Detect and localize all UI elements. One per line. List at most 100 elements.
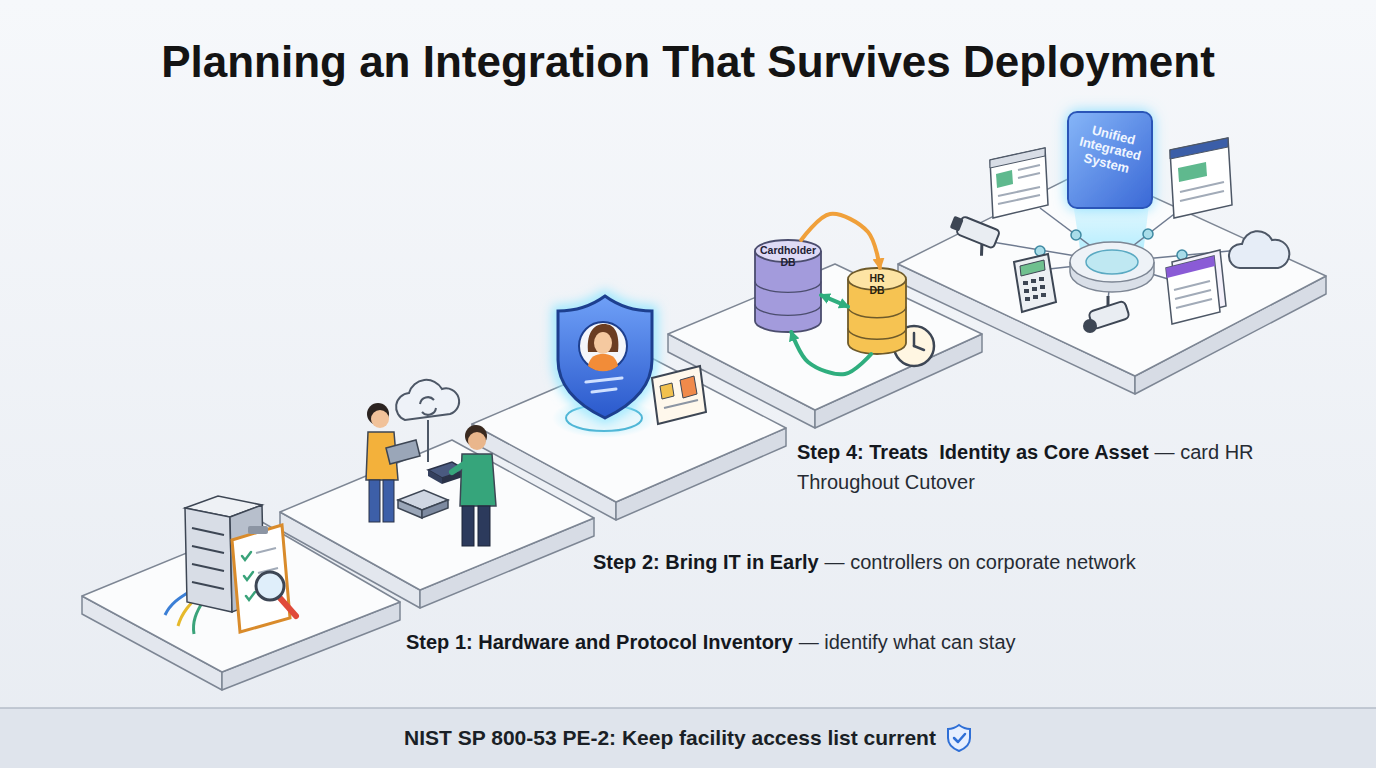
integration-hub-art-part-part xyxy=(1180,182,1224,192)
id-card-icon xyxy=(652,366,706,424)
step-heading: Step 2: Bring IT in Early xyxy=(593,551,819,573)
sync-arrow xyxy=(791,332,871,374)
inventory-art-part xyxy=(280,598,296,616)
id-card-icon-part xyxy=(664,400,698,408)
integration-hub-art-part-part xyxy=(1175,290,1211,299)
inventory-art-part xyxy=(185,508,232,612)
inventory-art-part xyxy=(248,526,268,534)
integration-hub-art-part-part xyxy=(1033,295,1038,299)
clock-icon-part xyxy=(914,346,924,350)
platform-part xyxy=(82,522,400,672)
integration-hub-art-part-part xyxy=(1024,289,1029,293)
inventory-art-part xyxy=(192,528,224,589)
it-team-art-part xyxy=(422,500,448,518)
integration-hub-art-part xyxy=(1229,231,1289,268)
inventory-art-part-part xyxy=(242,552,251,560)
it-team-art-part xyxy=(398,500,422,518)
integration-hub-art-part xyxy=(1014,254,1056,312)
inventory-art-part-part xyxy=(192,564,224,571)
caption-text: NIST SP 800-53 PE-2: Keep facility acces… xyxy=(404,726,936,750)
id-card-icon-part-part xyxy=(664,400,698,408)
platform-part xyxy=(668,264,982,410)
shield-icon-part xyxy=(948,725,970,751)
step-description: — identify what can stay xyxy=(799,631,1016,653)
inventory-art-part-part xyxy=(246,592,255,600)
node-label: HR DB xyxy=(864,273,890,296)
it-team-art-part xyxy=(420,397,434,404)
cylinder-band xyxy=(848,328,906,339)
panel-screen xyxy=(1068,112,1152,208)
integration-hub-art-part xyxy=(1170,138,1232,218)
inventory-art-part xyxy=(256,548,278,573)
integration-hub-art-part-part xyxy=(1039,277,1044,281)
it-team-art-part xyxy=(383,480,394,522)
integration-hub-art-part-part xyxy=(1040,285,1045,289)
inventory-art-part-part xyxy=(192,528,224,535)
integration-hub-art-part-part xyxy=(1180,191,1224,201)
identity-shield-art-part xyxy=(594,332,612,354)
integration-hub-art-part-part xyxy=(1031,279,1036,283)
step-heading: Step 4: Treats Identity as Core Asset xyxy=(797,441,1149,463)
integration-hub-art-part xyxy=(1174,281,1212,308)
cylinder-band xyxy=(755,304,821,315)
integration-hub-art-part xyxy=(1086,250,1138,274)
sync-arrow xyxy=(821,295,848,307)
caption-band xyxy=(0,708,1376,768)
integration-hub-art-part xyxy=(1178,162,1207,182)
integration-hub-art-part xyxy=(1180,182,1224,201)
integration-hub-art-part-part xyxy=(1032,287,1037,291)
system-panel: Unified Integrated System xyxy=(1068,112,1152,208)
shield-icon xyxy=(946,723,972,753)
integration-hub-art-part-part xyxy=(1041,293,1046,297)
diagram-title: Planning an Integration That Survives De… xyxy=(0,34,1376,90)
integration-hub-art-part xyxy=(1083,296,1130,333)
clock-icon-part xyxy=(913,333,916,346)
inventory-art-part-part xyxy=(244,572,253,580)
shield-icon-part xyxy=(954,734,965,742)
it-team-art-part xyxy=(428,470,442,484)
integration-hub-art-part xyxy=(998,165,1040,204)
integration-hub-art-part xyxy=(1020,260,1045,276)
integration-hub-art-part-part xyxy=(978,244,986,256)
inventory-art-part-part xyxy=(192,546,224,553)
integration-hub-art-part-part xyxy=(1083,319,1097,333)
identity-shield-art-part-part xyxy=(586,378,622,382)
step-label: Step 4: Treats Identity as Core Asset— c… xyxy=(797,437,1265,497)
step-description: — controllers on corporate network xyxy=(825,551,1136,573)
inventory-art-part xyxy=(232,525,290,632)
caption-band-part xyxy=(0,708,1376,768)
inventory-art xyxy=(165,496,296,634)
integration-hub-art-part-part xyxy=(1071,230,1081,240)
identity-shield-art xyxy=(552,296,656,438)
inventory-art-part xyxy=(242,552,255,600)
it-team-art-part xyxy=(422,408,436,415)
integration-hub-art-part-part xyxy=(1018,173,1040,178)
database-cylinder: Cardholder DB xyxy=(755,240,821,332)
step-label: Step 1: Hardware and Protocol Inventory —… xyxy=(406,627,1306,657)
integration-hub-art-part-part xyxy=(1176,299,1212,308)
it-team-art-part xyxy=(386,440,420,464)
integration-hub-art-part-part xyxy=(1018,165,1040,170)
it-team-art-part xyxy=(369,480,380,522)
it-team-art-part xyxy=(468,432,486,450)
identity-shield-art-part xyxy=(558,296,652,418)
platform xyxy=(82,522,400,690)
it-team-art-part xyxy=(452,464,464,472)
identity-shield-art-part xyxy=(586,378,622,392)
integration-hub-art-part-part xyxy=(1174,281,1210,290)
identity-shield-art-part-part xyxy=(592,389,616,392)
it-team-art-part xyxy=(478,506,490,546)
it-team-art xyxy=(366,380,496,546)
integration-hub-art-part-part xyxy=(1025,297,1030,301)
id-card-icon-part xyxy=(652,366,706,424)
inventory-art-part-part xyxy=(192,582,224,589)
node-label: Cardholder DB xyxy=(757,245,819,268)
integration-hub-art-part-part xyxy=(998,195,1040,204)
integration-hub-art-part xyxy=(1023,277,1046,301)
integration-hub-art-part xyxy=(990,148,1048,218)
integration-hub-art-part xyxy=(1166,256,1215,278)
integration-hub-art-part xyxy=(944,213,1000,259)
step-heading: Step 1: Hardware and Protocol Inventory xyxy=(406,631,793,653)
inventory-art-part xyxy=(256,572,284,600)
identity-shield-art-part xyxy=(558,296,652,418)
